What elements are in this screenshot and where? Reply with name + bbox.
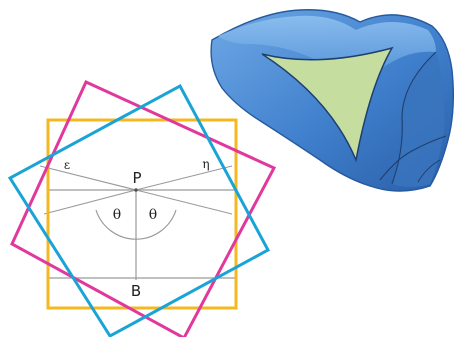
label-mark-left: ε bbox=[64, 158, 70, 172]
label-angle-left: θ bbox=[113, 207, 121, 223]
point-p-dot bbox=[134, 188, 138, 192]
guide-line-upper-left bbox=[39, 165, 137, 191]
saddle-top bbox=[218, 15, 436, 86]
saddle-edge-line-3 bbox=[417, 159, 441, 183]
guide-line-lower-right bbox=[135, 189, 233, 215]
yellow-square bbox=[46, 118, 238, 310]
guide-line-lower-left bbox=[43, 189, 137, 215]
label-point-b: B bbox=[131, 282, 141, 300]
hyperbolic-triangle bbox=[261, 46, 394, 163]
label-angle-right: θ bbox=[149, 207, 157, 223]
magenta-rotated-square bbox=[10, 80, 277, 337]
guide-line-upper-right bbox=[135, 165, 233, 191]
saddle-edge-line-1 bbox=[391, 51, 437, 185]
rotated-squares-diagram bbox=[7, 80, 277, 337]
label-mark-right: η bbox=[202, 157, 209, 171]
saddle-right-face bbox=[392, 52, 445, 187]
angle-arc bbox=[95, 209, 177, 240]
saddle-edge-line-2 bbox=[379, 135, 447, 181]
label-point-p: P bbox=[132, 169, 141, 187]
cyan-rotated-square bbox=[7, 83, 271, 337]
